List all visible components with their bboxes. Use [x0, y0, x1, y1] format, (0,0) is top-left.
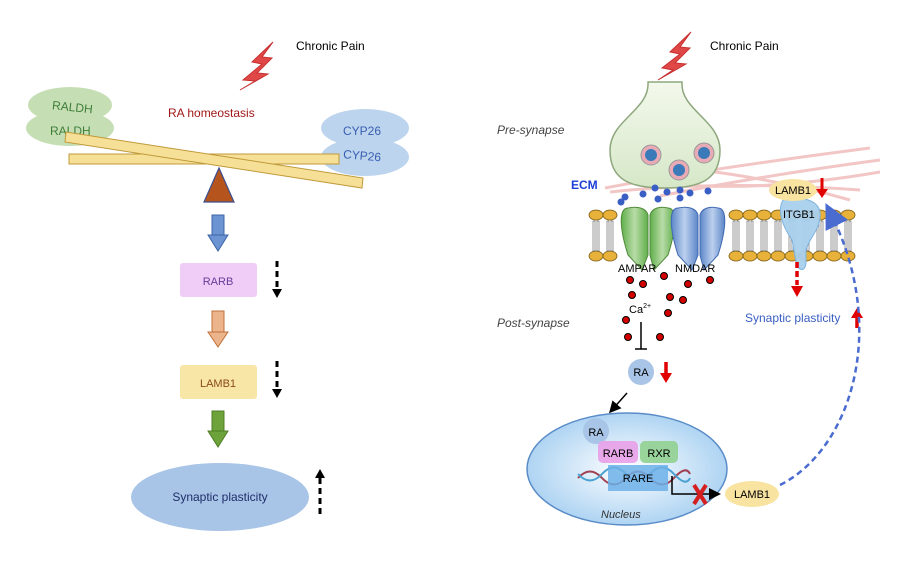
- lamb1-down-arrow: [816, 178, 828, 198]
- cascade-arrow-2: [207, 310, 229, 348]
- lipid-tail: [820, 220, 824, 252]
- nucleus-ra: [583, 418, 609, 444]
- lipid-head: [742, 250, 758, 262]
- ampar-label: AMPAR: [618, 263, 656, 275]
- lipid-tail: [610, 220, 614, 252]
- calcium-ions: [622, 272, 714, 341]
- plasticity-up-arrow: [851, 308, 863, 328]
- lipid-head: [588, 209, 604, 221]
- itgb1-label: ITGB1: [783, 209, 815, 221]
- lipid-tail: [732, 220, 736, 252]
- ra-molecule: [628, 359, 654, 385]
- lipid-head: [840, 209, 856, 221]
- rarb-label: RARB: [203, 276, 234, 288]
- pre-synapse-label: Pre-synapse: [497, 123, 565, 137]
- rare-label: RARE: [623, 473, 654, 485]
- neurotransmitters: [617, 184, 712, 206]
- lipid-head: [770, 250, 786, 262]
- lipid-head: [812, 250, 828, 262]
- ra-label: RA: [633, 367, 649, 379]
- lipid-head: [602, 250, 618, 262]
- lipid-tail: [746, 220, 750, 252]
- itgb1-signal-down-arrow: [791, 262, 803, 297]
- nucleus-label: Nucleus: [601, 509, 641, 521]
- lipid-tail: [778, 220, 782, 252]
- dashed-down-arrow-rarb: [272, 261, 282, 298]
- lipid-tail: [844, 220, 848, 252]
- synaptic-plasticity-ellipse: [131, 463, 309, 531]
- itgb1-receptor: [779, 197, 821, 270]
- lipid-tail: [750, 220, 754, 252]
- post-synapse-label: Post-synapse: [497, 316, 570, 330]
- lamb1-ecm-label: LAMB1: [775, 185, 811, 197]
- synaptic-vesicles: [640, 142, 715, 181]
- rarb-complex: [598, 441, 638, 463]
- lipid-head: [840, 250, 856, 262]
- lamb1-product-label: LAMB1: [734, 489, 770, 501]
- lipid-head: [728, 209, 744, 221]
- rxr-complex-label: RXR: [647, 448, 670, 460]
- lipid-head: [588, 250, 604, 262]
- lipid-tail: [764, 220, 768, 252]
- lipid-head: [728, 250, 744, 262]
- rarb-box: [180, 263, 257, 297]
- synaptic-plasticity-label-right: Synaptic plasticity: [745, 311, 840, 325]
- lamb1-box: [180, 365, 257, 399]
- presynaptic-terminal: [609, 81, 721, 189]
- lamb1-label: LAMB1: [200, 378, 236, 390]
- nmdar-label: NMDAR: [675, 263, 715, 275]
- balance-beam-tilted: [64, 131, 364, 189]
- ra-to-nucleus-arrow: [609, 392, 628, 414]
- left-panel: Chronic Pain RA homeostasis RALDH RALDH …: [26, 39, 409, 531]
- calcium-label: Ca2+: [629, 303, 651, 316]
- lipid-tail: [592, 220, 596, 252]
- rarb-complex-label: RARB: [603, 448, 634, 460]
- lipid-tail: [606, 220, 610, 252]
- right-panel: Chronic Pain Pre-synapse Post-synapse EC…: [497, 31, 881, 526]
- ra-homeostasis-label: RA homeostasis: [168, 106, 255, 120]
- ecm-label: ECM: [571, 178, 598, 192]
- lipid-head: [826, 250, 842, 262]
- lightning-icon: [239, 41, 274, 91]
- lipid-tail: [774, 220, 778, 252]
- nucleus-ra-label: RA: [588, 427, 604, 439]
- cyp26-label-2: CYP26: [343, 147, 382, 164]
- cyp26-label-1: CYP26: [343, 124, 381, 138]
- synaptic-plasticity-label-left: Synaptic plasticity: [172, 490, 267, 504]
- nmdar-receptor: [670, 206, 726, 272]
- inhibition-line: [635, 322, 647, 350]
- lightning-icon: [657, 31, 692, 81]
- lipid-tail: [736, 220, 740, 252]
- lipid-head: [602, 209, 618, 221]
- lipid-tail: [848, 220, 852, 252]
- lamb1-product: [725, 481, 779, 507]
- cascade-arrow-3: [207, 410, 229, 448]
- lipid-head: [756, 209, 772, 221]
- feedback-arrow: [779, 203, 861, 487]
- lipid-head: [826, 209, 842, 221]
- calcium-label-superscript: 2+: [643, 303, 651, 310]
- fulcrum: [203, 166, 235, 203]
- ampar-receptor: [620, 206, 676, 272]
- lipid-head: [742, 209, 758, 221]
- dashed-down-arrow-lamb1: [272, 361, 282, 398]
- cascade-arrow-1: [207, 214, 229, 252]
- blocked-x-icon: [692, 483, 708, 506]
- rare-element: [608, 465, 668, 491]
- lipid-tail: [596, 220, 600, 252]
- calcium-label-base: Ca: [629, 304, 644, 316]
- cyp26-enzyme: CYP26 CYP26: [321, 109, 409, 176]
- chronic-pain-label-right: Chronic Pain: [710, 39, 779, 53]
- lipid-tail: [830, 220, 834, 252]
- dashed-up-arrow-plasticity: [315, 469, 325, 518]
- ra-down-arrow: [660, 362, 672, 383]
- lipid-tail: [760, 220, 764, 252]
- chronic-pain-label-left: Chronic Pain: [296, 39, 365, 53]
- lamb1-ecm: [769, 179, 817, 201]
- rxr-complex: [640, 441, 678, 463]
- lipid-head: [756, 250, 772, 262]
- raldh-label-1: RALDH: [51, 98, 93, 116]
